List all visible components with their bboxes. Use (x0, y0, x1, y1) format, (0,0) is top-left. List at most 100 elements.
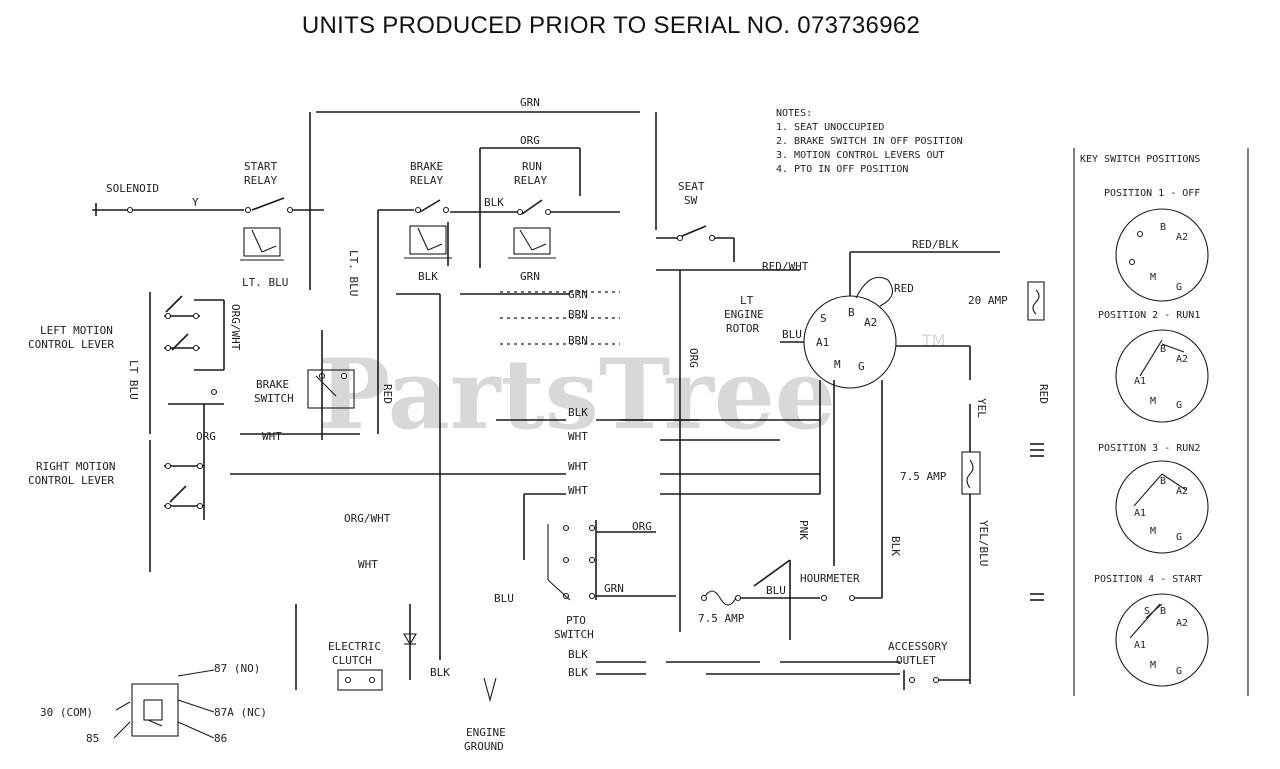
wire-lt-blu-vert: LT BLU (127, 360, 140, 400)
brake-relay-label-2: RELAY (410, 174, 443, 187)
key-switch-panel: KEY SWITCH POSITIONS POSITION 1 - OFF B … (1073, 148, 1249, 696)
wire-yel: YEL (975, 398, 988, 418)
fuse-75b-label: 7.5 AMP (698, 612, 745, 625)
wire-yel-blu: YEL/BLU (977, 520, 990, 566)
hourmeter-label: HOURMETER (800, 572, 860, 585)
svg-text:G: G (1176, 400, 1182, 411)
key-position-2-label: POSITION 2 - RUN1 (1098, 310, 1200, 321)
wire-blk-low-1: BLK (568, 648, 588, 661)
svg-text:B: B (1160, 222, 1166, 233)
key-position-4-diagram: S B A2 A1 M G (1115, 593, 1209, 687)
accessory-outlet (903, 670, 970, 690)
fuse-20amp (1027, 281, 1045, 321)
engine-ground-label-1: ENGINE (466, 726, 506, 739)
wire-wht-2: WHT (568, 460, 588, 473)
pto-switch (547, 520, 597, 601)
wire-grn-top: GRN (520, 96, 540, 109)
key-position-3-label: POSITION 3 - RUN2 (1098, 443, 1200, 454)
solenoid-label: SOLENOID (106, 182, 159, 195)
svg-text:A1: A1 (1134, 376, 1146, 387)
wire-brn-1: BRN (568, 308, 588, 321)
svg-text:A2: A2 (1176, 354, 1188, 365)
wire-wht-1: WHT (568, 430, 588, 443)
notes-heading: NOTES: (776, 108, 812, 119)
svg-text:B: B (1160, 476, 1166, 487)
seat-sw-label-2: SW (684, 194, 698, 207)
note-4: 4. PTO IN OFF POSITION (776, 164, 908, 175)
svg-text:G: G (1176, 282, 1182, 293)
left-motion-switch (149, 292, 225, 434)
key-position-1-label: POSITION 1 - OFF (1104, 188, 1200, 199)
wire-pnk: PNK (797, 520, 810, 540)
right-motion-switch (149, 403, 224, 572)
relay-86-label: 86 (214, 732, 227, 745)
brake-switch (307, 330, 355, 440)
svg-text:A1: A1 (816, 336, 829, 349)
wire-blk-low-3: BLK (430, 666, 450, 679)
svg-text:M: M (1150, 272, 1156, 283)
fuse-75b (703, 590, 737, 606)
svg-text:A2: A2 (1176, 232, 1188, 243)
svg-text:A2: A2 (1176, 618, 1188, 629)
run-relay-label-2: RELAY (514, 174, 547, 187)
watermark-text: PartsTree (318, 338, 836, 451)
wire-wht-left: WHT (262, 430, 282, 443)
accessory-outlet-label-2: OUTLET (896, 654, 936, 667)
wire-blu-key: BLU (782, 328, 802, 341)
wire-grn-1: GRN (568, 288, 588, 301)
start-relay-label-2: RELAY (244, 174, 277, 187)
left-motion-label-1: LEFT MOTION (40, 324, 113, 337)
svg-text:M: M (1150, 396, 1156, 407)
wire-org-wht-vert: ORG/WHT (229, 304, 242, 351)
electric-clutch-label-1: ELECTRIC (328, 640, 381, 653)
wire-blk-mid: BLK (484, 196, 504, 209)
wire-wht-3: WHT (568, 484, 588, 497)
lt-engine-rotor-label-3: ROTOR (726, 322, 759, 335)
fuse-75a-label: 7.5 AMP (900, 470, 947, 483)
wire-blk-low-2: BLK (568, 666, 588, 679)
relay-87a-label: 87A (NC) (214, 706, 267, 719)
wire-wht-low: WHT (358, 558, 378, 571)
svg-text:S: S (1144, 606, 1150, 617)
brake-switch-label-2: SWITCH (254, 392, 294, 405)
wire-org-top: ORG (520, 134, 540, 147)
engine-ground-label-2: GROUND (464, 740, 504, 753)
wire-org-pto: ORG (632, 520, 652, 533)
wire-red-wht: RED/WHT (762, 260, 809, 273)
note-3: 3. MOTION CONTROL LEVERS OUT (776, 150, 945, 161)
lt-engine-rotor-label-2: ENGINE (724, 308, 764, 321)
fuse-20amp-label: 20 AMP (968, 294, 1008, 307)
key-switch-heading: KEY SWITCH POSITIONS (1080, 154, 1200, 165)
note-1: 1. SEAT UNOCCUPIED (776, 122, 884, 133)
relay-detail (113, 669, 215, 739)
right-motion-label-2: CONTROL LEVER (28, 474, 114, 487)
electric-clutch (337, 669, 383, 691)
svg-text:M: M (1150, 660, 1156, 671)
relay-87-label: 87 (NO) (214, 662, 260, 675)
note-2: 2. BRAKE SWITCH IN OFF POSITION (776, 136, 963, 147)
wire-lt-blu-start: LT. BLU (242, 276, 288, 289)
svg-text:G: G (1176, 666, 1182, 677)
svg-text:M: M (834, 358, 841, 371)
wire-red-right: RED (894, 282, 914, 295)
notes-block: NOTES: 1. SEAT UNOCCUPIED 2. BRAKE SWITC… (776, 108, 963, 175)
svg-text:G: G (858, 360, 865, 373)
right-motion-label-1: RIGHT MOTION (36, 460, 115, 473)
key-switch-main: B A2 S A1 M G (803, 295, 897, 389)
lt-engine-rotor-label-1: LT (740, 294, 754, 307)
wire-blu: BLU (766, 584, 786, 597)
svg-text:B: B (1160, 344, 1166, 355)
svg-text:B: B (848, 306, 855, 319)
relay-30-label: 30 (COM) (40, 706, 93, 719)
svg-text:G: G (1176, 532, 1182, 543)
engine-ground-symbol (483, 677, 497, 703)
accessory-outlet-label-1: ACCESSORY (888, 640, 948, 653)
wire-grn-relay: GRN (520, 270, 540, 283)
wire-blk-relay: BLK (418, 270, 438, 283)
wire-grn-pto: GRN (604, 582, 624, 595)
start-relay-label-1: START (244, 160, 277, 173)
key-position-4-label: POSITION 4 - START (1094, 574, 1202, 585)
start-relay-coil (240, 227, 284, 261)
svg-text:A1: A1 (1134, 640, 1146, 651)
